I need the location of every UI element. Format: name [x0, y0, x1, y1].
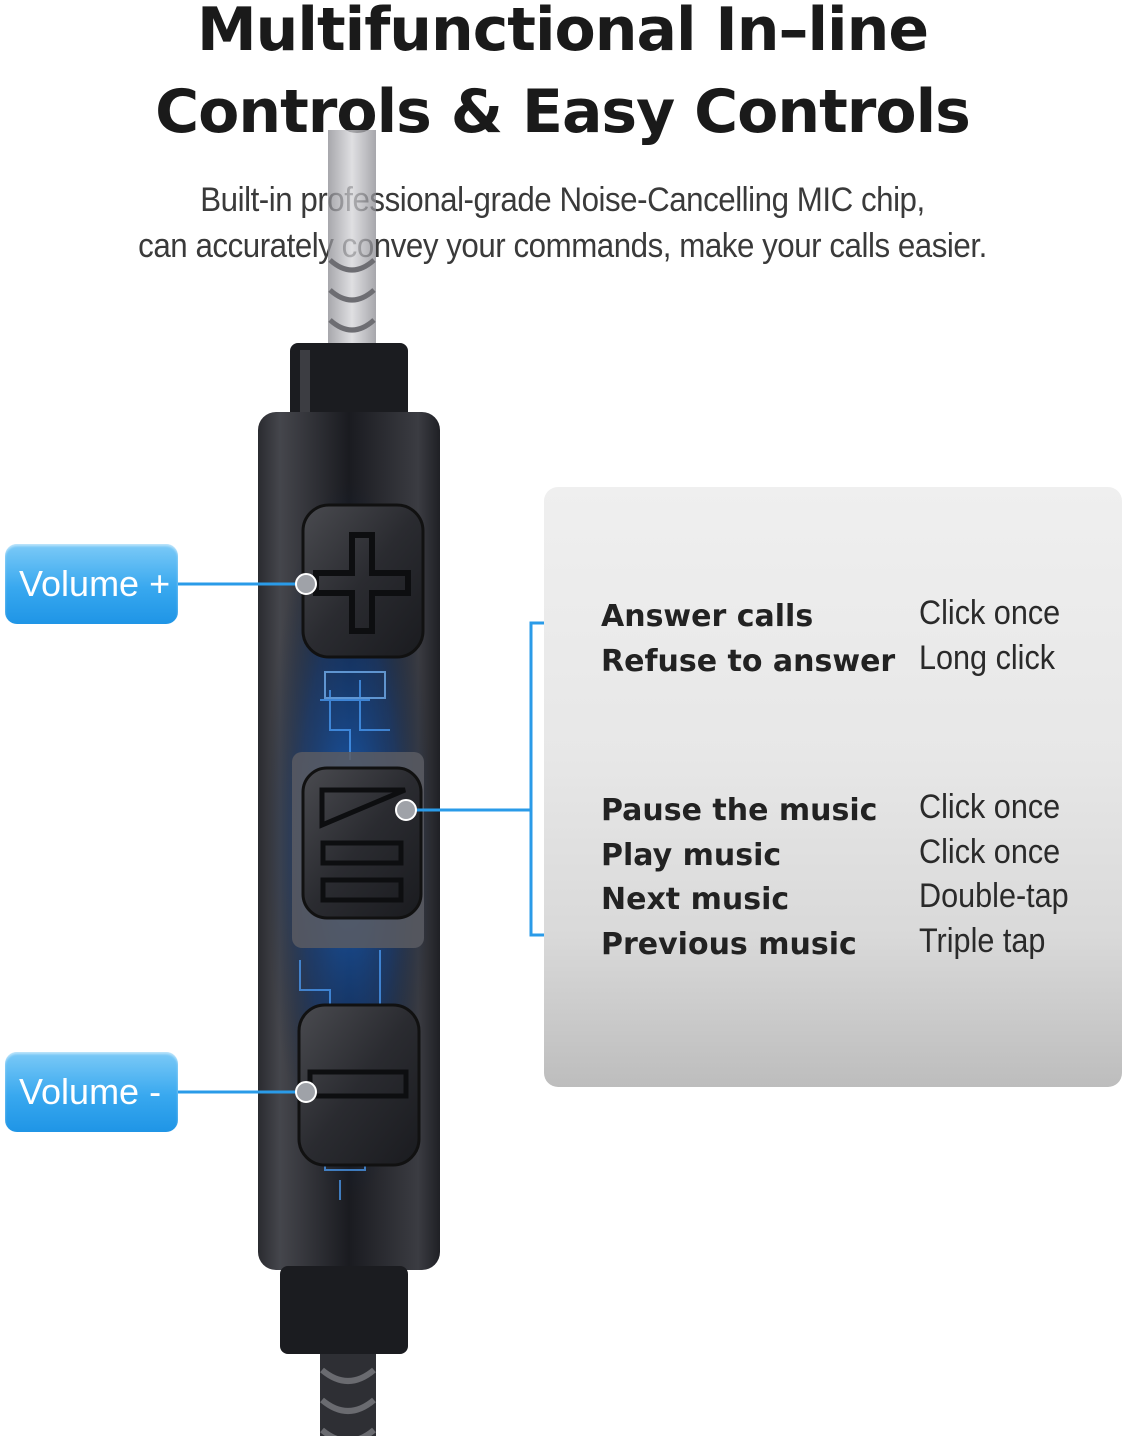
control-gesture: Click once: [919, 594, 1061, 632]
page-title-line-2: Controls & Easy Controls: [155, 77, 971, 147]
page-title-line-1: Multifunctional In–line: [196, 0, 929, 65]
volume-up-button: [301, 503, 425, 659]
cable-top: [328, 130, 376, 345]
subtitle-line-1: Built-in professional-grade Noise-Cancel…: [200, 181, 925, 219]
leader-lines: [178, 582, 544, 1094]
play-pause-icon: [319, 787, 406, 903]
controls-panel: [544, 487, 1122, 1087]
play-pause-button: [292, 752, 424, 948]
plus-icon: [313, 532, 411, 634]
control-action: Play music: [601, 838, 782, 873]
volume-up-label: Volume +: [5, 544, 178, 624]
marker-dots: [295, 573, 417, 1103]
control-gesture: Triple tap: [919, 922, 1046, 960]
control-gesture: Click once: [919, 833, 1061, 871]
control-action: Pause the music: [601, 793, 878, 828]
subtitle-line-2: can accurately convey your commands, mak…: [138, 227, 987, 265]
control-action: Previous music: [601, 927, 857, 962]
volume-down-button: [297, 1003, 421, 1167]
control-action: Refuse to answer: [601, 644, 896, 679]
control-gesture: Click once: [919, 788, 1061, 826]
remote-bottom-collar: [280, 1266, 408, 1354]
control-action: Answer calls: [601, 599, 814, 634]
remote-top-collar: [290, 343, 408, 423]
cable-bottom: [320, 1354, 376, 1436]
volume-down-label: Volume -: [5, 1052, 178, 1132]
control-gesture: Long click: [919, 639, 1056, 677]
control-action: Next music: [601, 882, 790, 917]
control-gesture: Double-tap: [919, 877, 1069, 915]
